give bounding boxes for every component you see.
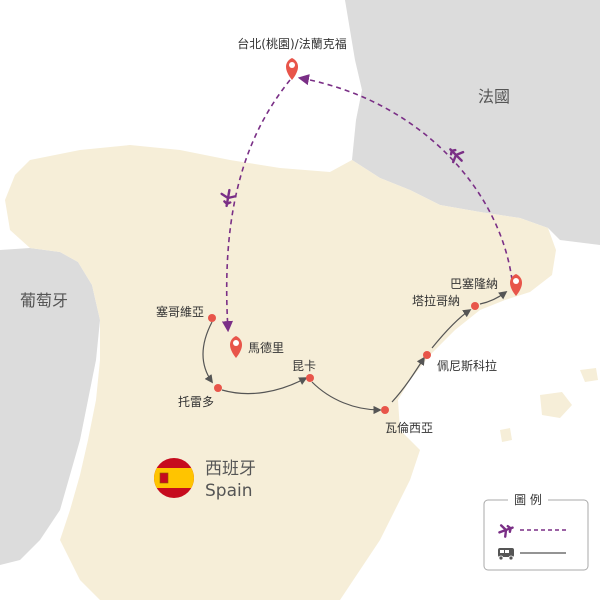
france-land [345,0,600,245]
flight-route-return [297,74,513,281]
spain-flag-icon [154,458,194,498]
balearic-island-3 [580,368,598,382]
bus-peniscola-tarragona [431,309,472,349]
legend: 圖 例 [483,492,589,571]
bus-cuenca-valencia [311,381,382,415]
legend-title: 圖 例 [514,493,542,507]
label-portugal: 葡萄牙 [20,291,68,310]
bus-routes [202,290,508,415]
city-dot-cuenca [306,374,314,382]
top-island [345,0,372,22]
airplane-icon [449,148,465,164]
label-madrid: 馬德里 [248,340,284,355]
balearic-island-1 [540,392,572,418]
bus-tarragona-barcelona [479,290,508,305]
label-barcelona: 巴塞隆納 [450,276,498,291]
balearic-island-2 [500,428,512,442]
label-cuenca: 昆卡 [292,359,316,373]
legend-title-bg [508,492,548,508]
label-spain-en: Spain [205,481,253,501]
label-segovia: 塞哥維亞 [156,304,204,319]
pin-madrid [230,336,242,358]
portugal-land [0,248,100,565]
flight-route-outbound [221,79,291,333]
bus-toledo-cuenca [221,377,308,395]
pin-origin [286,58,298,80]
label-spain-cn: 西班牙 [205,459,256,479]
city-dot-segovia [208,314,216,322]
label-toledo: 托雷多 [178,395,214,409]
label-tarragona: 塔拉哥納 [412,293,460,308]
city-dot-valencia [381,406,389,414]
spain-land [5,145,556,600]
airplane-icon [220,188,237,208]
flight-routes [220,74,513,333]
map-labels: 台北(桃園)/法蘭克福 馬德里 塞哥維亞 托雷多 昆卡 瓦倫西亞 佩尼斯科拉 塔… [20,36,510,435]
label-origin: 台北(桃園)/法蘭克福 [237,36,346,51]
city-dot-peniscola [423,351,431,359]
bus-valencia-peniscola [391,356,425,403]
bus-icon [498,548,514,561]
bus-segovia-toledo [202,321,213,384]
label-valencia: 瓦倫西亞 [385,421,433,435]
city-dot-toledo [214,384,222,392]
pin-barcelona [510,274,522,296]
airplane-icon [498,524,514,538]
label-peniscola: 佩尼斯科拉 [437,358,497,373]
city-dot-tarragona [471,302,479,310]
city-dots [208,302,479,414]
label-france: 法國 [478,87,510,106]
